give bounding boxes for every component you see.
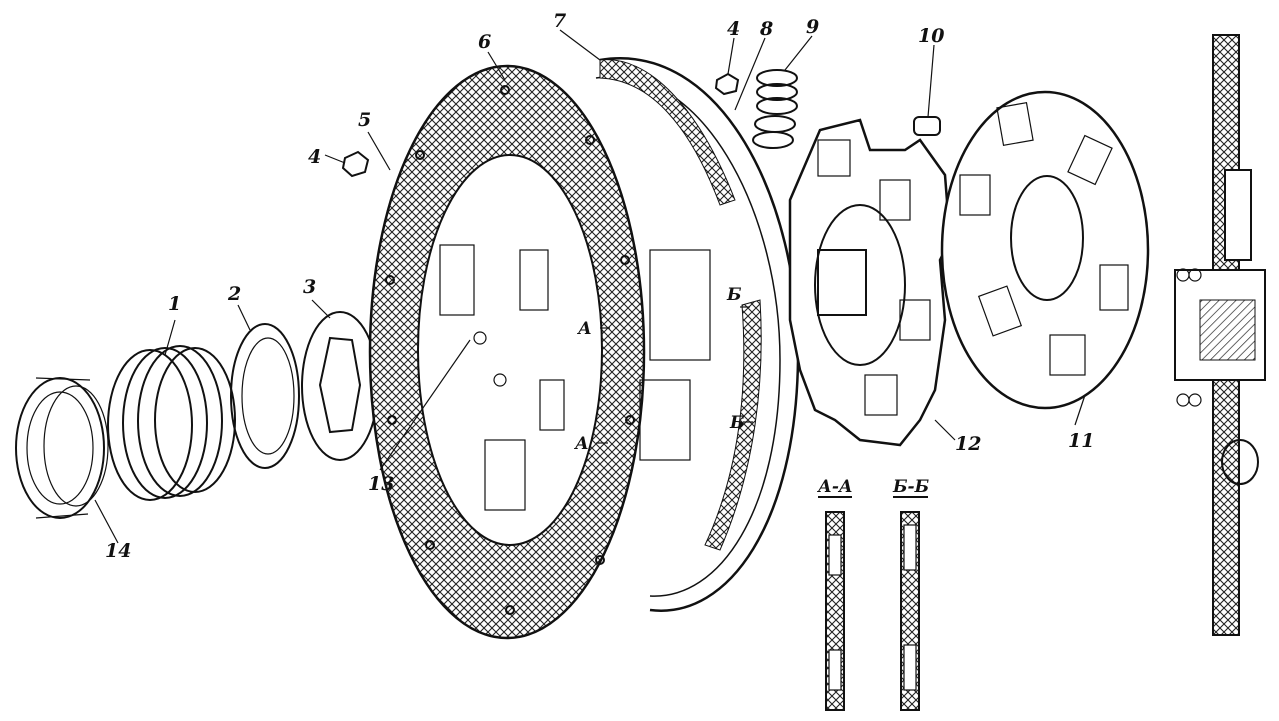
part-14-hub-sleeve bbox=[15, 377, 109, 519]
part-10-pin bbox=[913, 116, 941, 136]
marker-b-lower: Б bbox=[729, 413, 745, 433]
section-title-aa: А-А bbox=[816, 477, 853, 497]
label-part-3: 3 bbox=[303, 276, 316, 298]
part-12-hub-flange bbox=[788, 118, 952, 447]
part-4-bolt-left bbox=[324, 150, 370, 178]
section-bb-view bbox=[893, 496, 928, 711]
disc-rivets bbox=[385, 85, 635, 615]
side-section-view bbox=[1174, 34, 1266, 636]
part-4-bolt-top bbox=[714, 72, 740, 96]
part-11-cover-plate bbox=[940, 90, 1150, 410]
label-part-12: 12 bbox=[955, 433, 981, 455]
label-part-4-top: 4 bbox=[727, 18, 740, 40]
label-part-8: 8 bbox=[759, 18, 773, 40]
label-part-2: 2 bbox=[227, 283, 241, 305]
marker-b-upper: Б bbox=[726, 285, 742, 305]
marker-a-upper: А bbox=[576, 319, 592, 339]
label-part-1: 1 bbox=[168, 293, 181, 315]
inner-plate-windows bbox=[439, 244, 565, 511]
label-part-4-left: 4 bbox=[308, 146, 321, 168]
part-9-springs bbox=[752, 69, 798, 149]
section-aa-view bbox=[818, 496, 852, 711]
section-title-bb: Б-Б bbox=[892, 477, 930, 497]
part-1-spring bbox=[107, 345, 236, 501]
label-part-11: 11 bbox=[1068, 430, 1094, 452]
part-3-hex-washer bbox=[301, 311, 379, 461]
label-part-9: 9 bbox=[806, 16, 819, 38]
section-titles: А-А Б-Б bbox=[816, 477, 930, 497]
label-part-6: 6 bbox=[478, 31, 491, 53]
part-labels: 1 2 3 4 4 5 6 7 8 9 10 11 12 13 14 bbox=[105, 10, 1094, 562]
part-6-friction-disc-front bbox=[368, 64, 646, 640]
label-part-10: 10 bbox=[918, 25, 944, 47]
label-part-5: 5 bbox=[358, 109, 371, 131]
label-part-13: 13 bbox=[368, 473, 394, 495]
section-markers: А А Б Б bbox=[573, 285, 745, 454]
label-part-7: 7 bbox=[553, 10, 566, 32]
leader-lines bbox=[94, 29, 1086, 544]
part-2-washer bbox=[230, 323, 300, 469]
marker-a-lower: А bbox=[573, 434, 589, 454]
label-part-14: 14 bbox=[105, 540, 131, 562]
